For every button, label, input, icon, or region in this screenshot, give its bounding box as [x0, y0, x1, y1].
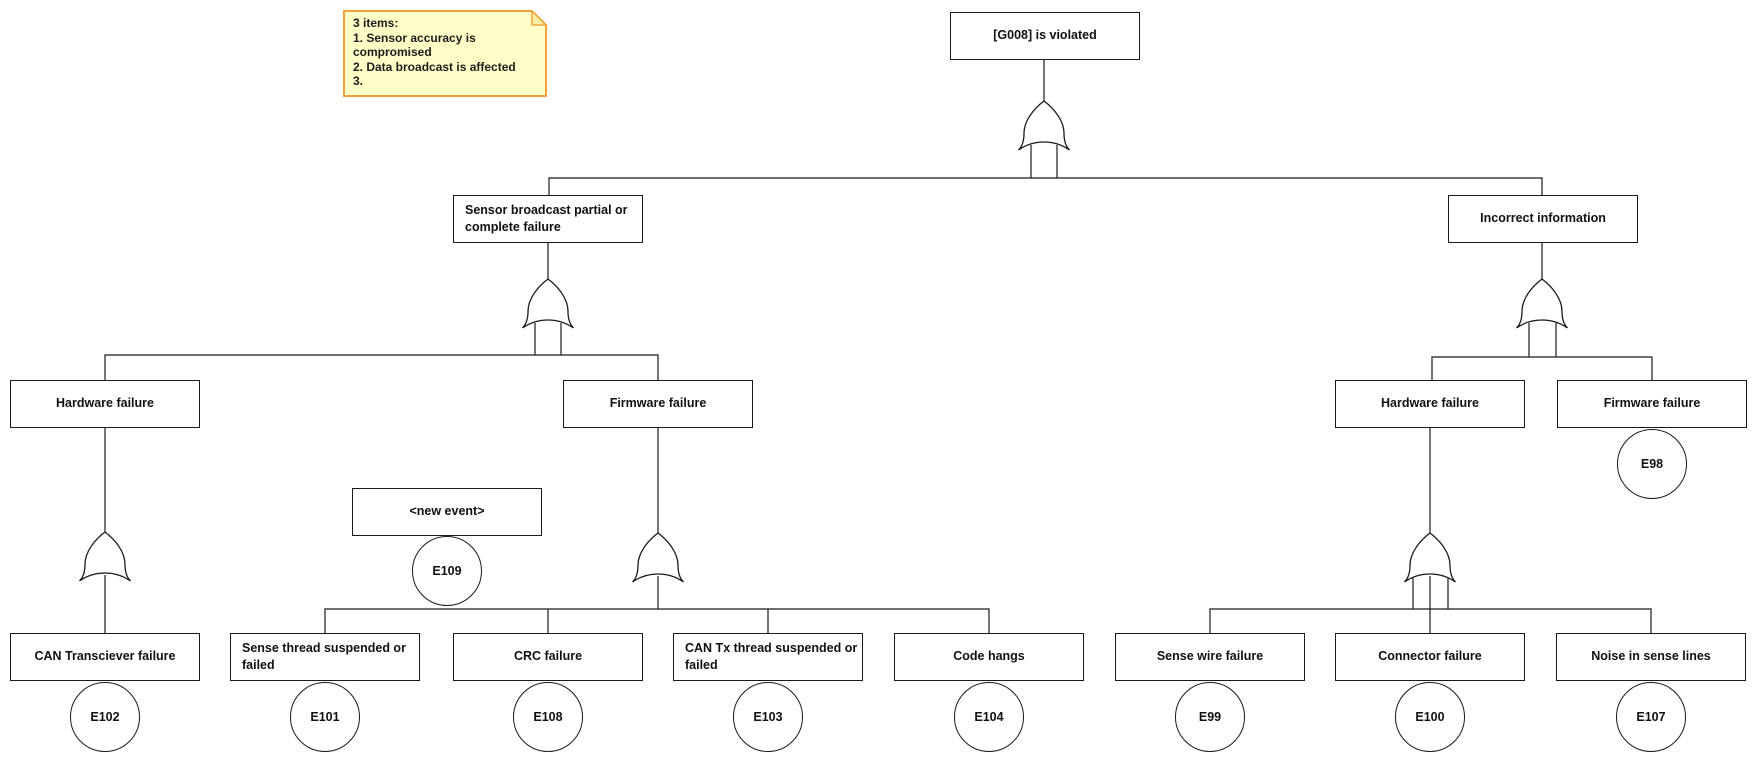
- node-crc-failure[interactable]: CRC failure: [453, 633, 643, 681]
- connector-hardware-right-outputs: [1412, 576, 1449, 633]
- event-e102[interactable]: E102: [70, 682, 140, 752]
- node-g008-violated[interactable]: [G008] is violated: [950, 12, 1140, 60]
- event-e100[interactable]: E100: [1395, 682, 1465, 752]
- connector-rail-firmware-left-drops: [547, 609, 769, 633]
- connector-rail-sensor: [104, 354, 659, 380]
- or-gate-hardware-left[interactable]: [78, 531, 132, 582]
- event-e108[interactable]: E108: [513, 682, 583, 752]
- connector-incorrect-gate-outputs: [1528, 323, 1557, 357]
- sticky-note-fold-icon: [531, 9, 548, 26]
- event-e101[interactable]: E101: [290, 682, 360, 752]
- sticky-note-text: 3 items: 1. Sensor accuracy is compromis…: [353, 16, 516, 88]
- node-new-event[interactable]: <new event>: [352, 488, 542, 536]
- event-e103[interactable]: E103: [733, 682, 803, 752]
- or-gate-root[interactable]: [1017, 100, 1071, 151]
- or-gate-hardware-right[interactable]: [1403, 532, 1457, 583]
- sticky-note-body: [343, 10, 547, 97]
- connector-rail-firmware-left: [324, 608, 990, 633]
- node-sense-thread-suspended[interactable]: Sense thread suspended or failed: [230, 633, 420, 681]
- connector-rail-hardware-right: [1209, 608, 1652, 633]
- node-sensor-broadcast-failure[interactable]: Sensor broadcast partial or complete fai…: [453, 195, 643, 243]
- node-sense-wire-failure[interactable]: Sense wire failure: [1115, 633, 1305, 681]
- or-gate-sensor-broadcast[interactable]: [521, 278, 575, 329]
- node-incorrect-information[interactable]: Incorrect information: [1448, 195, 1638, 243]
- event-e99[interactable]: E99: [1175, 682, 1245, 752]
- sticky-note-shape: [343, 9, 548, 97]
- node-hardware-failure-right[interactable]: Hardware failure: [1335, 380, 1525, 428]
- connector-rail-incorrect: [1431, 356, 1653, 380]
- node-connector-failure[interactable]: Connector failure: [1335, 633, 1525, 681]
- connector-root-gate-outputs: [1030, 145, 1058, 178]
- node-code-hangs[interactable]: Code hangs: [894, 633, 1084, 681]
- node-noise-in-sense-lines[interactable]: Noise in sense lines: [1556, 633, 1746, 681]
- event-e104[interactable]: E104: [954, 682, 1024, 752]
- or-gate-firmware-left[interactable]: [631, 532, 685, 583]
- connector-sensor-gate-outputs: [534, 323, 562, 355]
- node-hardware-failure-left[interactable]: Hardware failure: [10, 380, 200, 428]
- node-can-transciever-failure[interactable]: CAN Transciever failure: [10, 633, 200, 681]
- node-can-tx-thread-suspended[interactable]: CAN Tx thread suspended or failed: [673, 633, 863, 681]
- or-gate-incorrect-information[interactable]: [1515, 278, 1569, 329]
- event-e107[interactable]: E107: [1616, 682, 1686, 752]
- node-firmware-failure-left[interactable]: Firmware failure: [563, 380, 753, 428]
- sticky-note[interactable]: 3 items: 1. Sensor accuracy is compromis…: [343, 9, 548, 98]
- connector-rail-top: [548, 177, 1543, 195]
- event-e98[interactable]: E98: [1617, 429, 1687, 499]
- event-e109[interactable]: E109: [412, 536, 482, 606]
- node-firmware-failure-right[interactable]: Firmware failure: [1557, 380, 1747, 428]
